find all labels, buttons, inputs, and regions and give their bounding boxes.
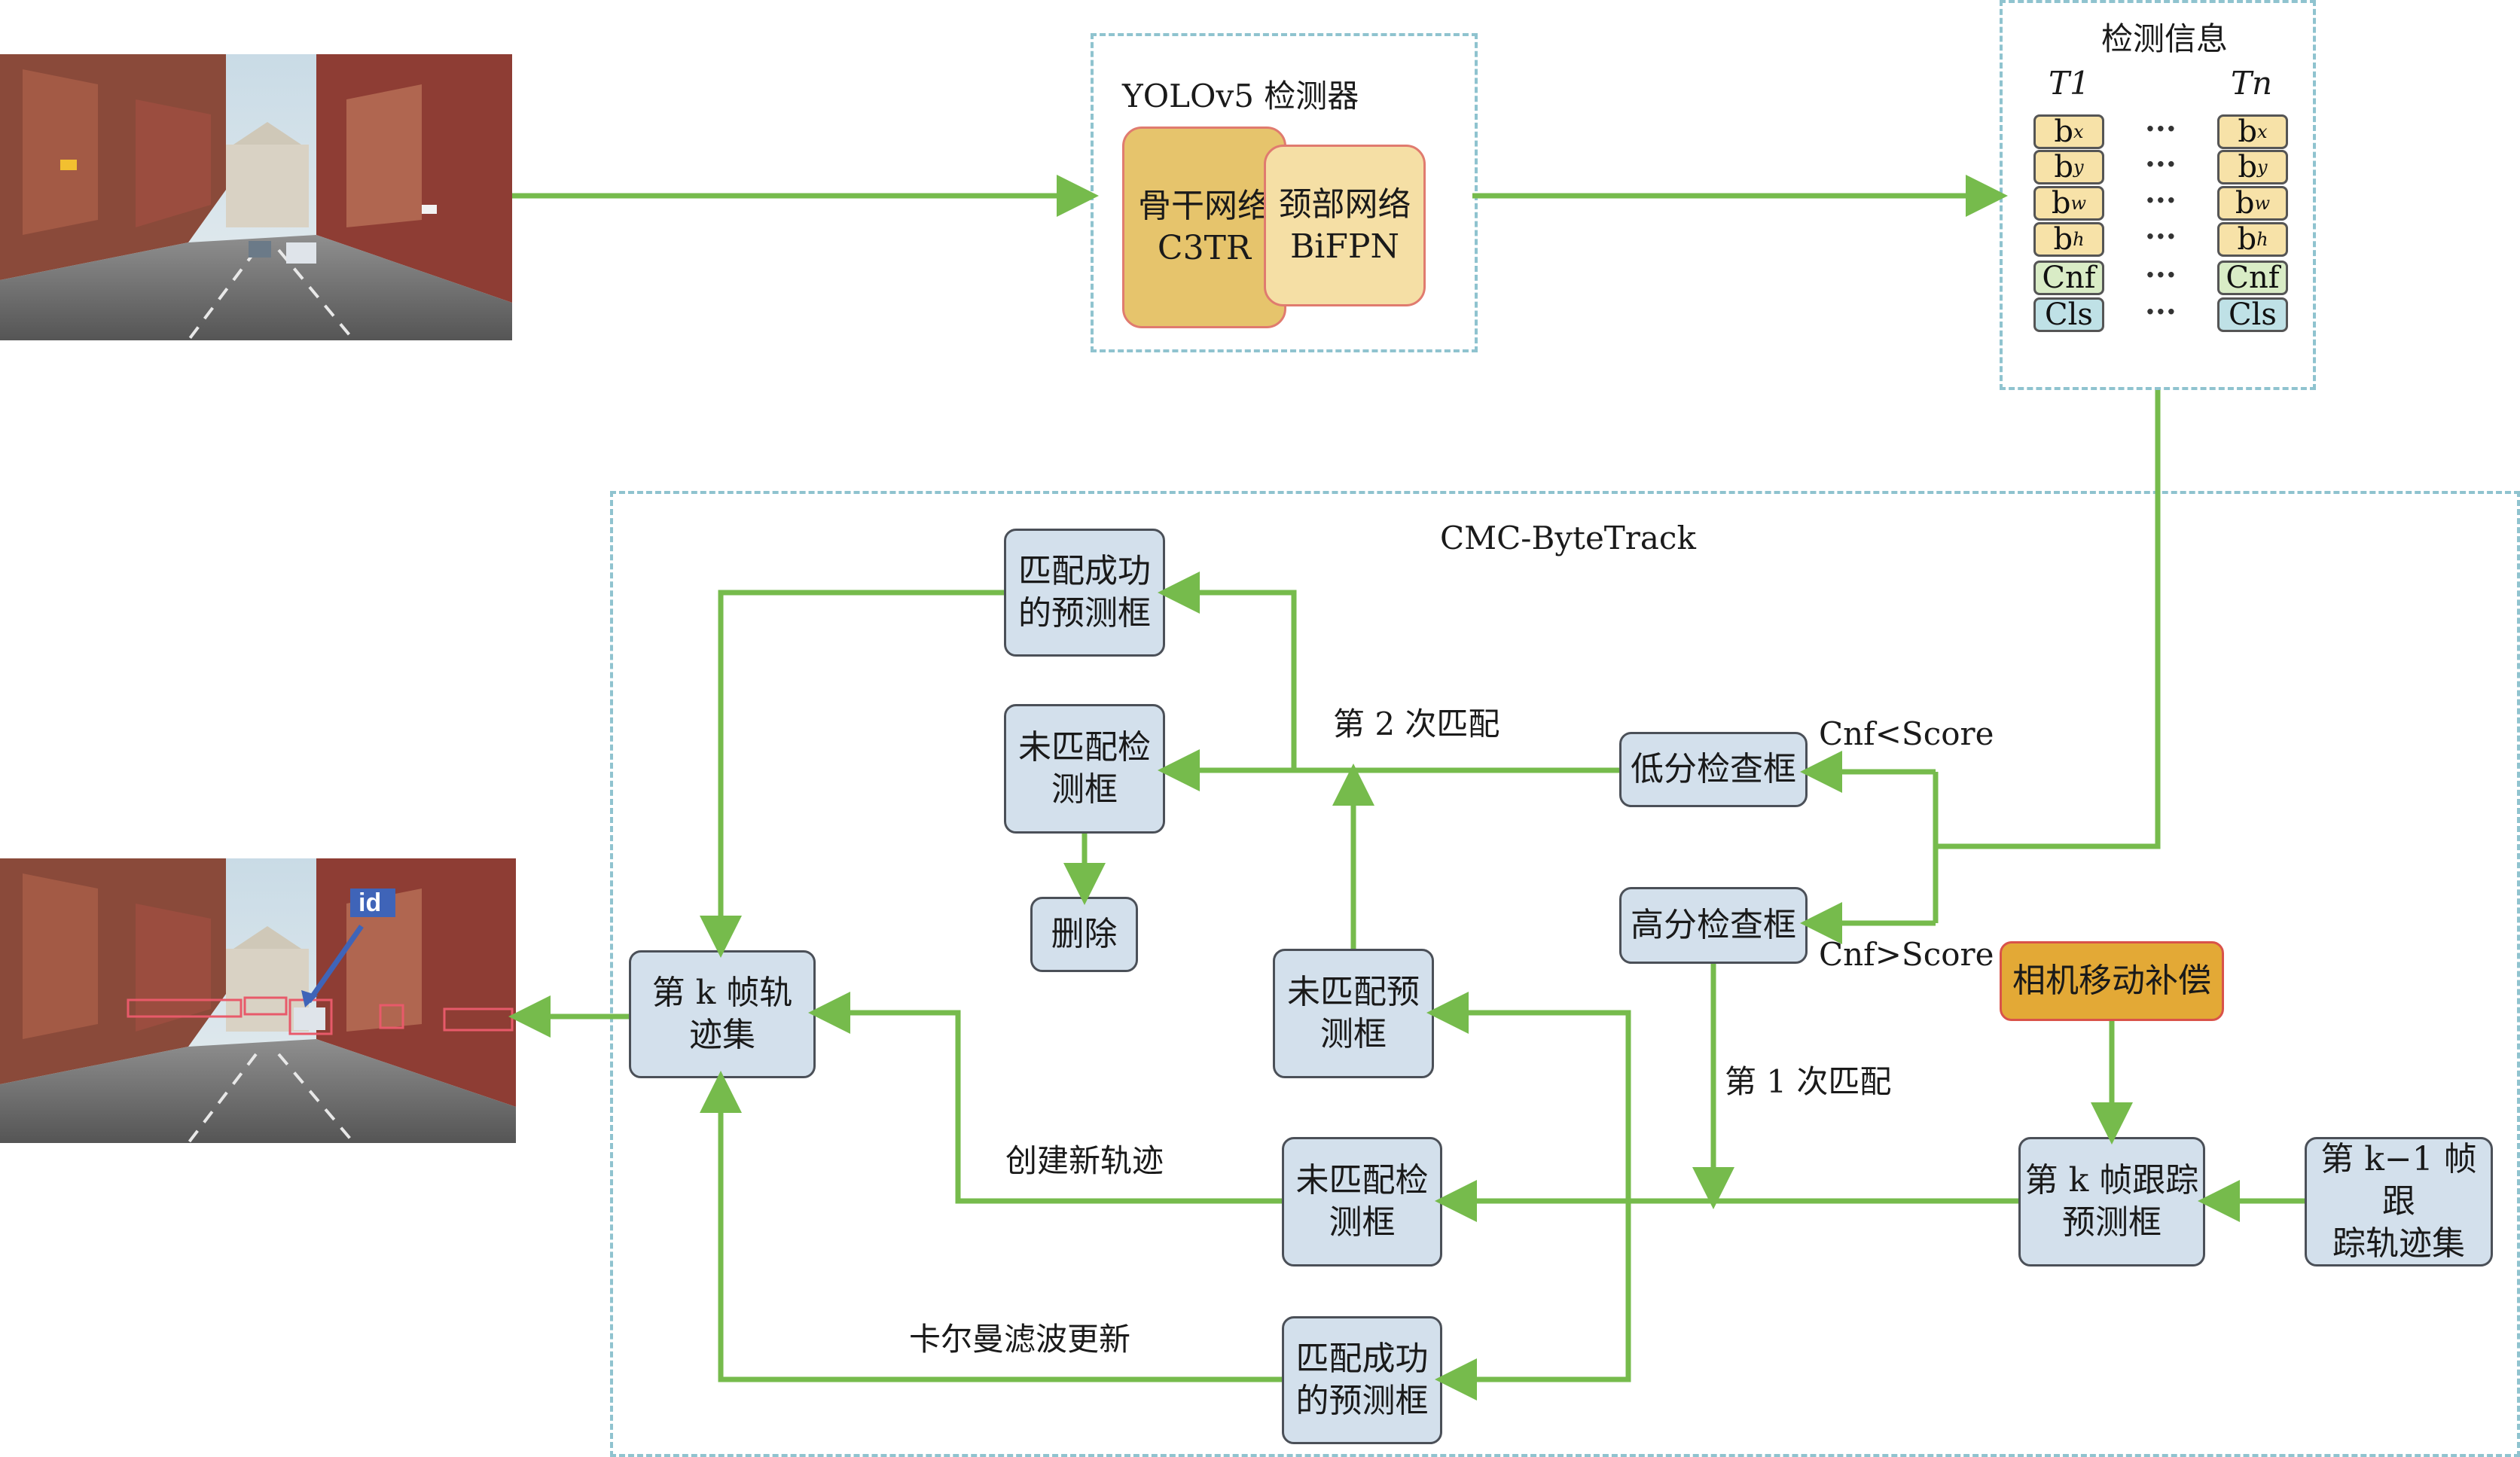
t1-cell-base: b bbox=[2054, 150, 2074, 184]
matched-pred-bottom-node: 匹配成功 的预测框 bbox=[1282, 1316, 1442, 1444]
second-match-to-matched-arrow bbox=[1158, 572, 1297, 770]
tn-cell-cnf: Cnf bbox=[2217, 261, 2288, 295]
t1-cell-base: b bbox=[2053, 222, 2073, 257]
tn-cell-base: b bbox=[2235, 186, 2255, 221]
cnf-low-label: Cnf<Score bbox=[1819, 715, 1994, 752]
t1-cell-base: b bbox=[2054, 114, 2074, 149]
first-match-to-unmatched-pred-arrow bbox=[1426, 992, 1631, 1201]
first-match-to-matched-bottom-arrow bbox=[1435, 1201, 1631, 1401]
tracker-title: CMC-ByteTrack bbox=[1440, 520, 1696, 556]
unmatched-det-top-node: 未匹配检 测框 bbox=[1004, 704, 1165, 834]
tracker-container bbox=[610, 491, 2520, 1457]
t1-cell-cls: Cls bbox=[2033, 297, 2104, 332]
tn-cell-sub: x bbox=[2257, 121, 2268, 142]
tn-cell-base: b bbox=[2238, 114, 2258, 149]
tn-cell-sub: y bbox=[2257, 157, 2268, 178]
tn-label: Tn bbox=[2231, 65, 2273, 102]
create-new-track-arrow bbox=[808, 992, 1282, 1204]
kth-pred-node: 第 k 帧跟踪 预测框 bbox=[2018, 1137, 2205, 1266]
kth-track-set-node: 第 k 帧轨 迹集 bbox=[629, 950, 816, 1078]
prev-track-set-node: 第 k−1 帧跟 踪轨迹集 bbox=[2305, 1137, 2493, 1266]
neck-block: 颈部网络 BiFPN bbox=[1264, 145, 1426, 306]
ellipsis-dots: ··· bbox=[2145, 258, 2177, 293]
t1-cell-base: Cnf bbox=[2042, 261, 2096, 295]
matched-top-to-track-set-arrow bbox=[700, 590, 1004, 958]
t1-cell-cnf: Cnf bbox=[2033, 261, 2104, 295]
second-match-label: 第 2 次匹配 bbox=[1333, 706, 1500, 742]
first-match-label: 第 1 次匹配 bbox=[1725, 1063, 1892, 1100]
detector-title: YOLOv5 检测器 bbox=[1122, 78, 1359, 114]
tn-cell-base: Cls bbox=[2229, 297, 2277, 332]
tn-cell-sub: w bbox=[2254, 193, 2271, 214]
kalman-update-label: 卡尔曼滤波更新 bbox=[909, 1321, 1131, 1358]
tn-cell-sub: h bbox=[2256, 229, 2268, 250]
ellipsis-dots: ··· bbox=[2145, 183, 2177, 218]
ellipsis-dots: ··· bbox=[2145, 219, 2177, 255]
t1-cell-sub: x bbox=[2073, 121, 2084, 142]
tn-cell-base: b bbox=[2238, 150, 2258, 184]
unmatched-pred-node: 未匹配预 测框 bbox=[1273, 949, 1434, 1078]
ellipsis-dots: ··· bbox=[2145, 111, 2177, 147]
ellipsis-dots: ··· bbox=[2145, 147, 2177, 182]
info-to-split-line bbox=[1936, 390, 2161, 849]
id-tag-label: id bbox=[358, 889, 382, 917]
detection-info-title: 检测信息 bbox=[2101, 20, 2229, 57]
t1-cell-sub: y bbox=[2073, 157, 2084, 178]
input-frame-image bbox=[0, 54, 512, 340]
kalman-update-arrow bbox=[700, 1071, 1282, 1382]
tn-cell-cls: Cls bbox=[2217, 297, 2288, 332]
unmatched-det-bottom-node: 未匹配检 测框 bbox=[1282, 1137, 1442, 1266]
cnf-high-label: Cnf>Score bbox=[1819, 936, 1994, 973]
t1-cell-sub: w bbox=[2070, 193, 2087, 214]
delete-node: 删除 bbox=[1030, 897, 1138, 972]
cmc-node: 相机移动补偿 bbox=[2000, 941, 2224, 1021]
t1-cell-sub: h bbox=[2073, 229, 2085, 250]
tn-cell-base: b bbox=[2237, 222, 2257, 257]
ellipsis-dots: ··· bbox=[2145, 294, 2177, 330]
create-track-label: 创建新轨迹 bbox=[1005, 1142, 1164, 1179]
tn-cell-base: Cnf bbox=[2226, 261, 2280, 295]
t1-cell-base: b bbox=[2051, 186, 2071, 221]
low-score-node: 低分检查框 bbox=[1619, 732, 1808, 807]
id-pointer-icon bbox=[307, 924, 364, 1004]
t1-cell-base: Cls bbox=[2045, 297, 2093, 332]
output-frame-image: id bbox=[0, 858, 516, 1143]
t1-label: T1 bbox=[2049, 65, 2090, 102]
